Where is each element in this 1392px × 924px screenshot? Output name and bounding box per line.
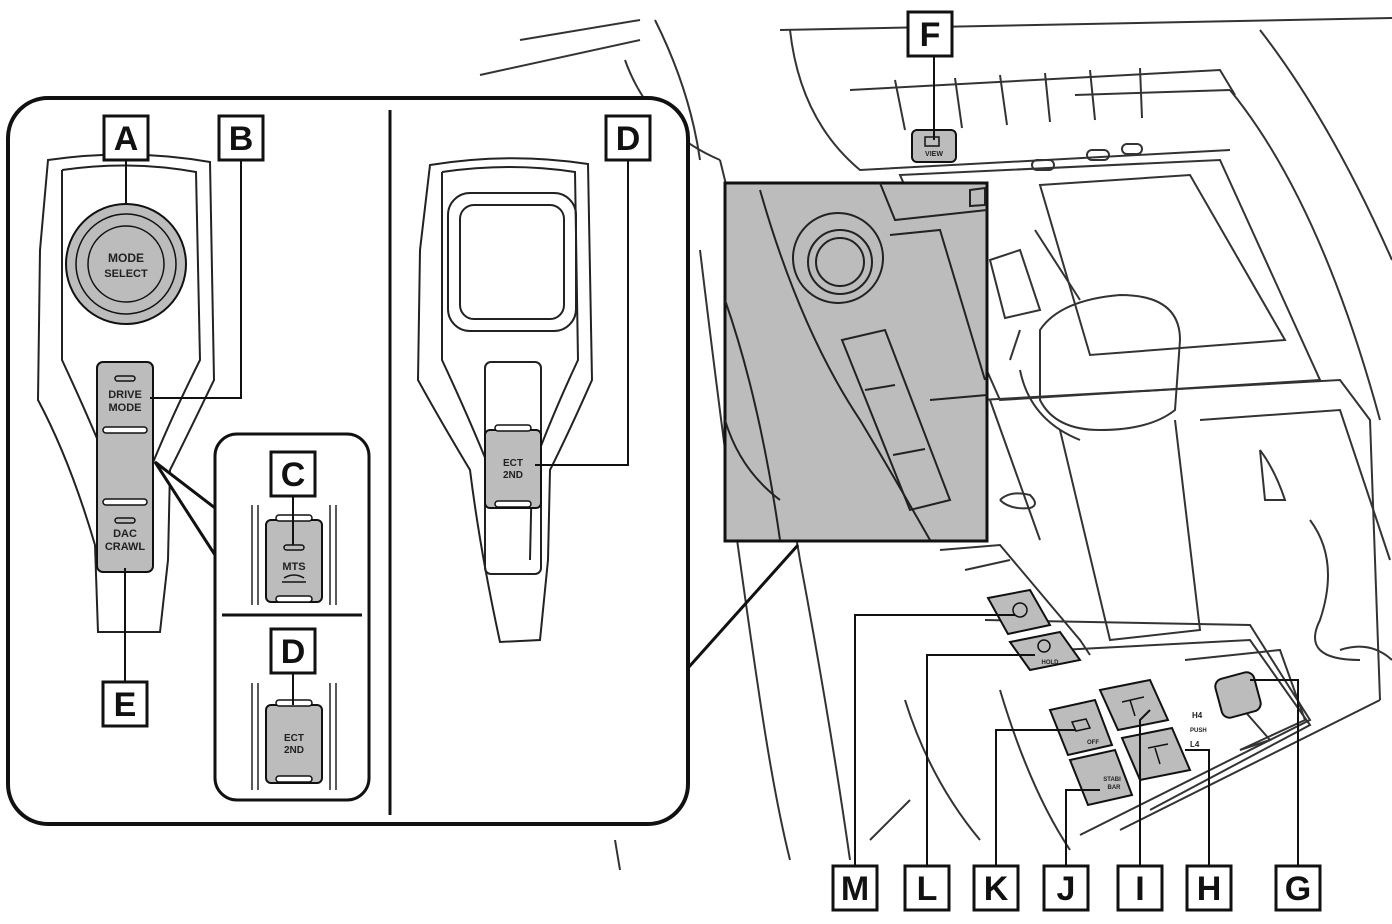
view-label: VIEW bbox=[925, 151, 943, 158]
callout-l-label: L bbox=[917, 870, 938, 908]
callout-i-label: I bbox=[1135, 870, 1144, 908]
callout-boxes: A B E C D D F G H I J K L M bbox=[101, 10, 1322, 912]
stabi-label-1: STABI bbox=[1103, 777, 1121, 783]
callout-f-label: F bbox=[920, 16, 941, 54]
callout-b-label: B bbox=[229, 120, 254, 158]
mode-select-dial[interactable]: MODE SELECT bbox=[65, 203, 187, 325]
callout-c: C bbox=[269, 450, 317, 498]
brake-hold-switch[interactable]: HOLD bbox=[1008, 630, 1082, 672]
callout-l: L bbox=[903, 864, 951, 912]
callout-e-label: E bbox=[114, 686, 137, 724]
transfer-switch[interactable]: H4 PUSH L4 bbox=[1190, 671, 1262, 749]
stabi-bar-switch[interactable]: STABI BAR bbox=[1068, 748, 1134, 807]
push-label: PUSH bbox=[1190, 728, 1207, 734]
callout-g-label: G bbox=[1285, 870, 1311, 908]
callout-k: K bbox=[972, 864, 1020, 912]
callout-a-label: A bbox=[114, 120, 139, 158]
callout-k-label: K bbox=[984, 870, 1009, 908]
console-line-art bbox=[479, 17, 1392, 871]
callout-h-label: H bbox=[1197, 870, 1222, 908]
parking-brake-switch[interactable] bbox=[986, 588, 1052, 636]
ect-sub-label-1: ECT bbox=[284, 733, 304, 744]
callout-m-label: M bbox=[841, 870, 869, 908]
zoom-connector bbox=[686, 544, 800, 669]
callout-m: M bbox=[831, 864, 879, 912]
drive-mode-label-1: DRIVE bbox=[108, 389, 142, 401]
mts-label: MTS bbox=[282, 561, 305, 573]
callout-d-label: D bbox=[616, 120, 641, 158]
mode-select-label-1: MODE bbox=[108, 251, 144, 265]
callout-d-sub-label: D bbox=[281, 633, 306, 671]
ect-label-1: ECT bbox=[503, 458, 523, 469]
l4-label: L4 bbox=[1190, 740, 1200, 749]
callout-c-label: C bbox=[281, 456, 306, 494]
dac-label-1: DAC bbox=[113, 528, 137, 540]
callout-a: A bbox=[102, 114, 150, 162]
zoom-inset bbox=[723, 181, 989, 543]
hold-label: HOLD bbox=[1042, 660, 1060, 666]
ect-label-2: 2ND bbox=[503, 470, 523, 481]
callout-i: I bbox=[1116, 864, 1164, 912]
h4-label: H4 bbox=[1192, 711, 1203, 720]
off-label: OFF bbox=[1087, 740, 1099, 746]
off-switch[interactable]: OFF bbox=[1048, 698, 1114, 757]
ect-2nd-button[interactable]: ECT 2ND bbox=[484, 424, 542, 509]
rear-diff-lock-switch[interactable] bbox=[1120, 726, 1192, 782]
top-bar-slots bbox=[1031, 143, 1143, 171]
drive-mode-switch-strip[interactable]: DRIVE MODE DAC CRAWL bbox=[96, 361, 154, 573]
callout-g: G bbox=[1274, 864, 1322, 912]
callout-e: E bbox=[101, 680, 149, 728]
callout-d-sub: D bbox=[269, 627, 317, 675]
callout-b: B bbox=[217, 114, 265, 162]
ect-2nd-button-sub[interactable]: ECT 2ND bbox=[265, 699, 323, 784]
callout-j: J bbox=[1042, 864, 1090, 912]
callout-f: F bbox=[906, 10, 954, 58]
callout-h: H bbox=[1185, 864, 1233, 912]
center-diff-lock-switch[interactable] bbox=[1098, 678, 1170, 732]
view-button[interactable]: VIEW bbox=[911, 129, 957, 163]
mts-button[interactable]: MTS bbox=[265, 514, 323, 603]
stabi-label-2: BAR bbox=[1108, 785, 1122, 791]
callout-j-label: J bbox=[1057, 870, 1076, 908]
drive-mode-label-2: MODE bbox=[109, 402, 142, 414]
callout-d: D bbox=[604, 114, 652, 162]
subbox-rails bbox=[251, 505, 337, 790]
ect-sub-label-2: 2ND bbox=[284, 745, 304, 756]
mode-select-label-2: SELECT bbox=[104, 268, 148, 280]
dac-label-2: CRAWL bbox=[105, 541, 146, 553]
leader-lines bbox=[124, 55, 1299, 868]
